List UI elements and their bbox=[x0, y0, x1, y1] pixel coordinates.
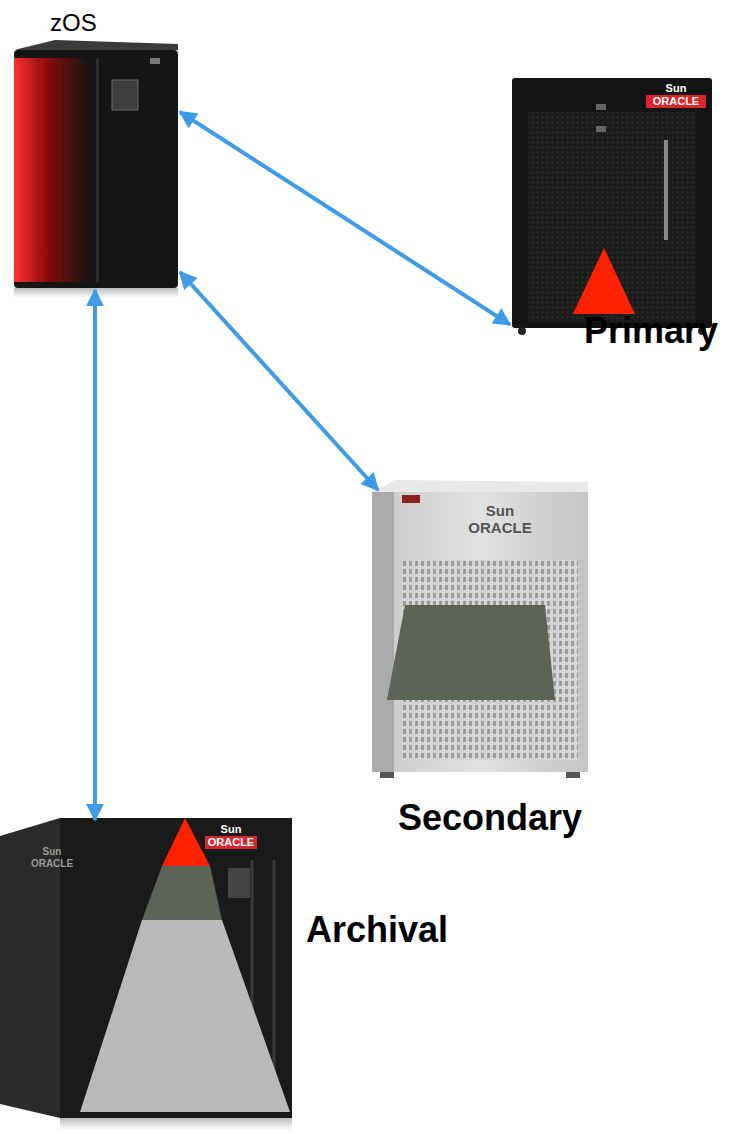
primary-storage-node: Primary bbox=[510, 75, 715, 335]
bidirectional-arrow bbox=[180, 272, 378, 490]
rack-foot bbox=[380, 772, 394, 778]
rack-body bbox=[372, 492, 588, 772]
tier-top bbox=[162, 818, 210, 866]
secondary-rack-illustration bbox=[372, 480, 588, 778]
brand-logo: Sun ORACLE bbox=[24, 846, 80, 870]
tier-middle bbox=[142, 866, 222, 920]
rack-door bbox=[528, 112, 696, 322]
rack-light bbox=[596, 126, 606, 132]
archival-library-illustration bbox=[0, 818, 292, 1130]
library-reflection bbox=[60, 1118, 292, 1130]
library-front bbox=[60, 818, 292, 1118]
rack-body bbox=[512, 78, 712, 328]
rack-badge bbox=[402, 495, 420, 503]
bidirectional-arrow bbox=[93, 290, 97, 820]
rack-handle bbox=[664, 140, 668, 240]
rack-top bbox=[372, 480, 588, 492]
brand-logo: Sun ORACLE bbox=[206, 823, 256, 849]
mainframe-body bbox=[14, 50, 178, 288]
node-label: Secondary bbox=[380, 798, 600, 838]
mainframe-top bbox=[14, 40, 178, 50]
rack-light bbox=[596, 104, 606, 110]
node-label: zOS bbox=[50, 10, 97, 36]
rack-wheel bbox=[518, 327, 526, 335]
node-label: Primary bbox=[584, 311, 718, 351]
rack-side bbox=[372, 492, 394, 772]
primary-rack-illustration bbox=[512, 78, 712, 335]
rack-foot bbox=[566, 772, 580, 778]
mainframe-seam bbox=[96, 58, 99, 282]
mainframe-badge bbox=[150, 58, 160, 64]
mainframe-red-panel bbox=[14, 58, 89, 282]
bidirectional-arrow bbox=[180, 112, 510, 325]
tier-triangle bbox=[573, 248, 635, 314]
brand-logo: Sun ORACLE bbox=[648, 82, 704, 108]
node-label: Archival bbox=[306, 910, 448, 950]
tier-base bbox=[80, 920, 290, 1112]
mainframe-node: zOS bbox=[10, 40, 180, 290]
tier-trapezoid bbox=[387, 605, 555, 700]
mainframe-display bbox=[112, 80, 138, 110]
brand-logo: Sun ORACLE bbox=[465, 502, 535, 536]
mainframe-illustration bbox=[14, 40, 178, 298]
library-window bbox=[228, 868, 250, 898]
